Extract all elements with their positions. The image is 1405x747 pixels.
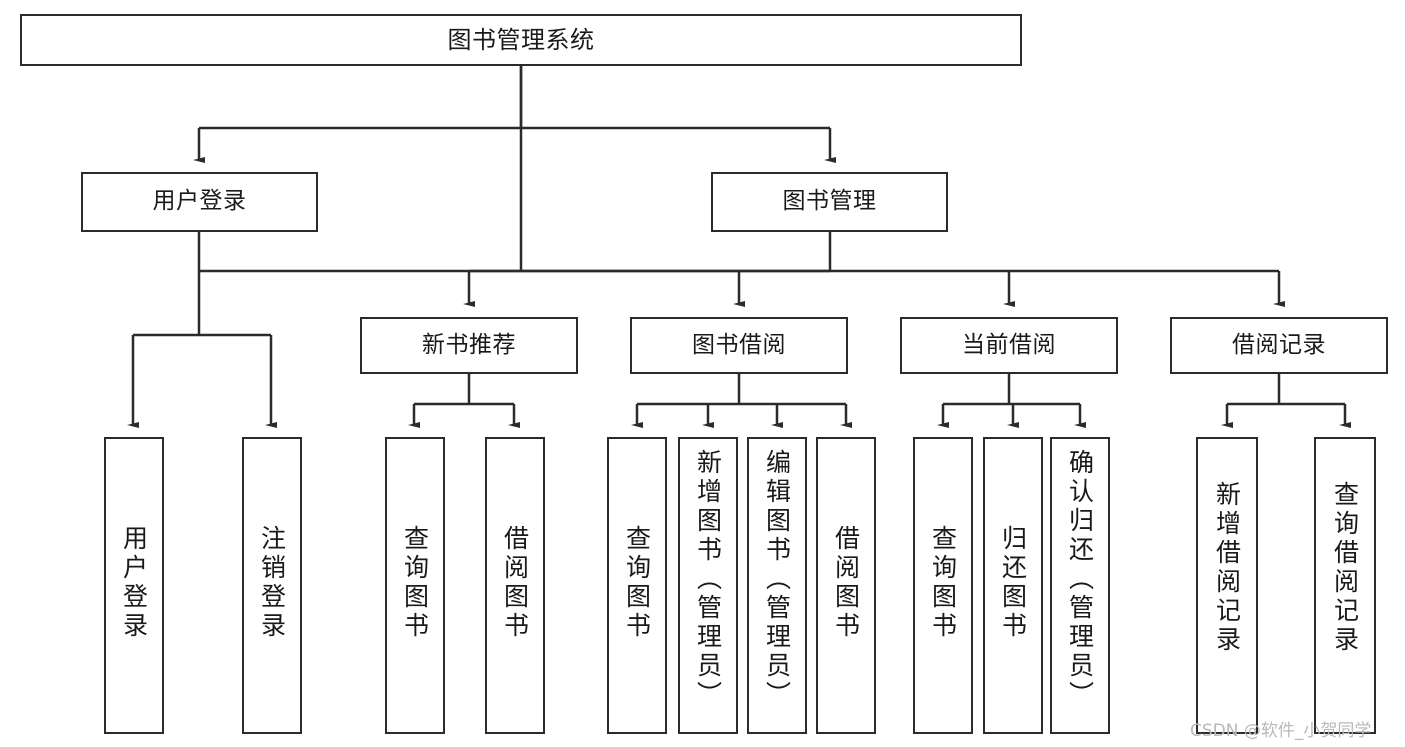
node-add-borrow-record[interactable]: 新增借阅记录: [1196, 437, 1258, 734]
node-edit-book[interactable]: 编辑图书（管理员）: [747, 437, 807, 734]
node-user-login[interactable]: 用户登录: [81, 172, 318, 232]
node-label: 图书管理: [782, 188, 877, 215]
node-return-book[interactable]: 归还图书: [983, 437, 1043, 734]
node-label: 借阅记录: [1232, 331, 1326, 358]
node-label: 确认归还（管理员）: [1065, 449, 1095, 710]
node-label: 用户登录: [152, 188, 247, 215]
node-label: 查询图书: [928, 525, 958, 641]
node-current-borrow[interactable]: 当前借阅: [900, 317, 1118, 374]
node-borrow-book-2[interactable]: 借阅图书: [816, 437, 876, 734]
watermark: CSDN @软件_小贺同学: [1190, 721, 1372, 741]
node-add-book[interactable]: 新增图书（管理员）: [678, 437, 738, 734]
node-root-book-management-system[interactable]: 图书管理系统: [20, 14, 1022, 66]
node-label: 查询图书: [622, 525, 652, 641]
node-label: 查询图书: [400, 525, 430, 641]
node-query-book-1[interactable]: 查询图书: [385, 437, 445, 734]
node-borrow-book-1[interactable]: 借阅图书: [485, 437, 545, 734]
node-borrow-record[interactable]: 借阅记录: [1170, 317, 1388, 374]
node-label: 借阅图书: [831, 525, 861, 641]
node-confirm-return[interactable]: 确认归还（管理员）: [1050, 437, 1110, 734]
node-label: 编辑图书（管理员）: [762, 449, 792, 710]
node-logout-leaf[interactable]: 注销登录: [242, 437, 302, 734]
node-label: 查询借阅记录: [1330, 481, 1360, 655]
node-label: 当前借阅: [962, 331, 1056, 358]
node-label: 借阅图书: [500, 525, 530, 641]
node-label: 用户登录: [119, 525, 149, 641]
node-query-book-2[interactable]: 查询图书: [607, 437, 667, 734]
node-label: 新增借阅记录: [1212, 481, 1242, 655]
node-label: 图书管理系统: [447, 25, 595, 54]
node-book-management[interactable]: 图书管理: [711, 172, 948, 232]
node-user-login-leaf[interactable]: 用户登录: [104, 437, 164, 734]
node-new-book-recommend[interactable]: 新书推荐: [360, 317, 578, 374]
node-query-book-3[interactable]: 查询图书: [913, 437, 973, 734]
node-label: 归还图书: [998, 525, 1028, 641]
node-label: 图书借阅: [692, 331, 786, 358]
node-query-borrow-record[interactable]: 查询借阅记录: [1314, 437, 1376, 734]
node-label: 新书推荐: [422, 331, 516, 358]
node-label: 新增图书（管理员）: [693, 449, 723, 710]
node-book-borrow[interactable]: 图书借阅: [630, 317, 848, 374]
node-label: 注销登录: [257, 525, 287, 641]
